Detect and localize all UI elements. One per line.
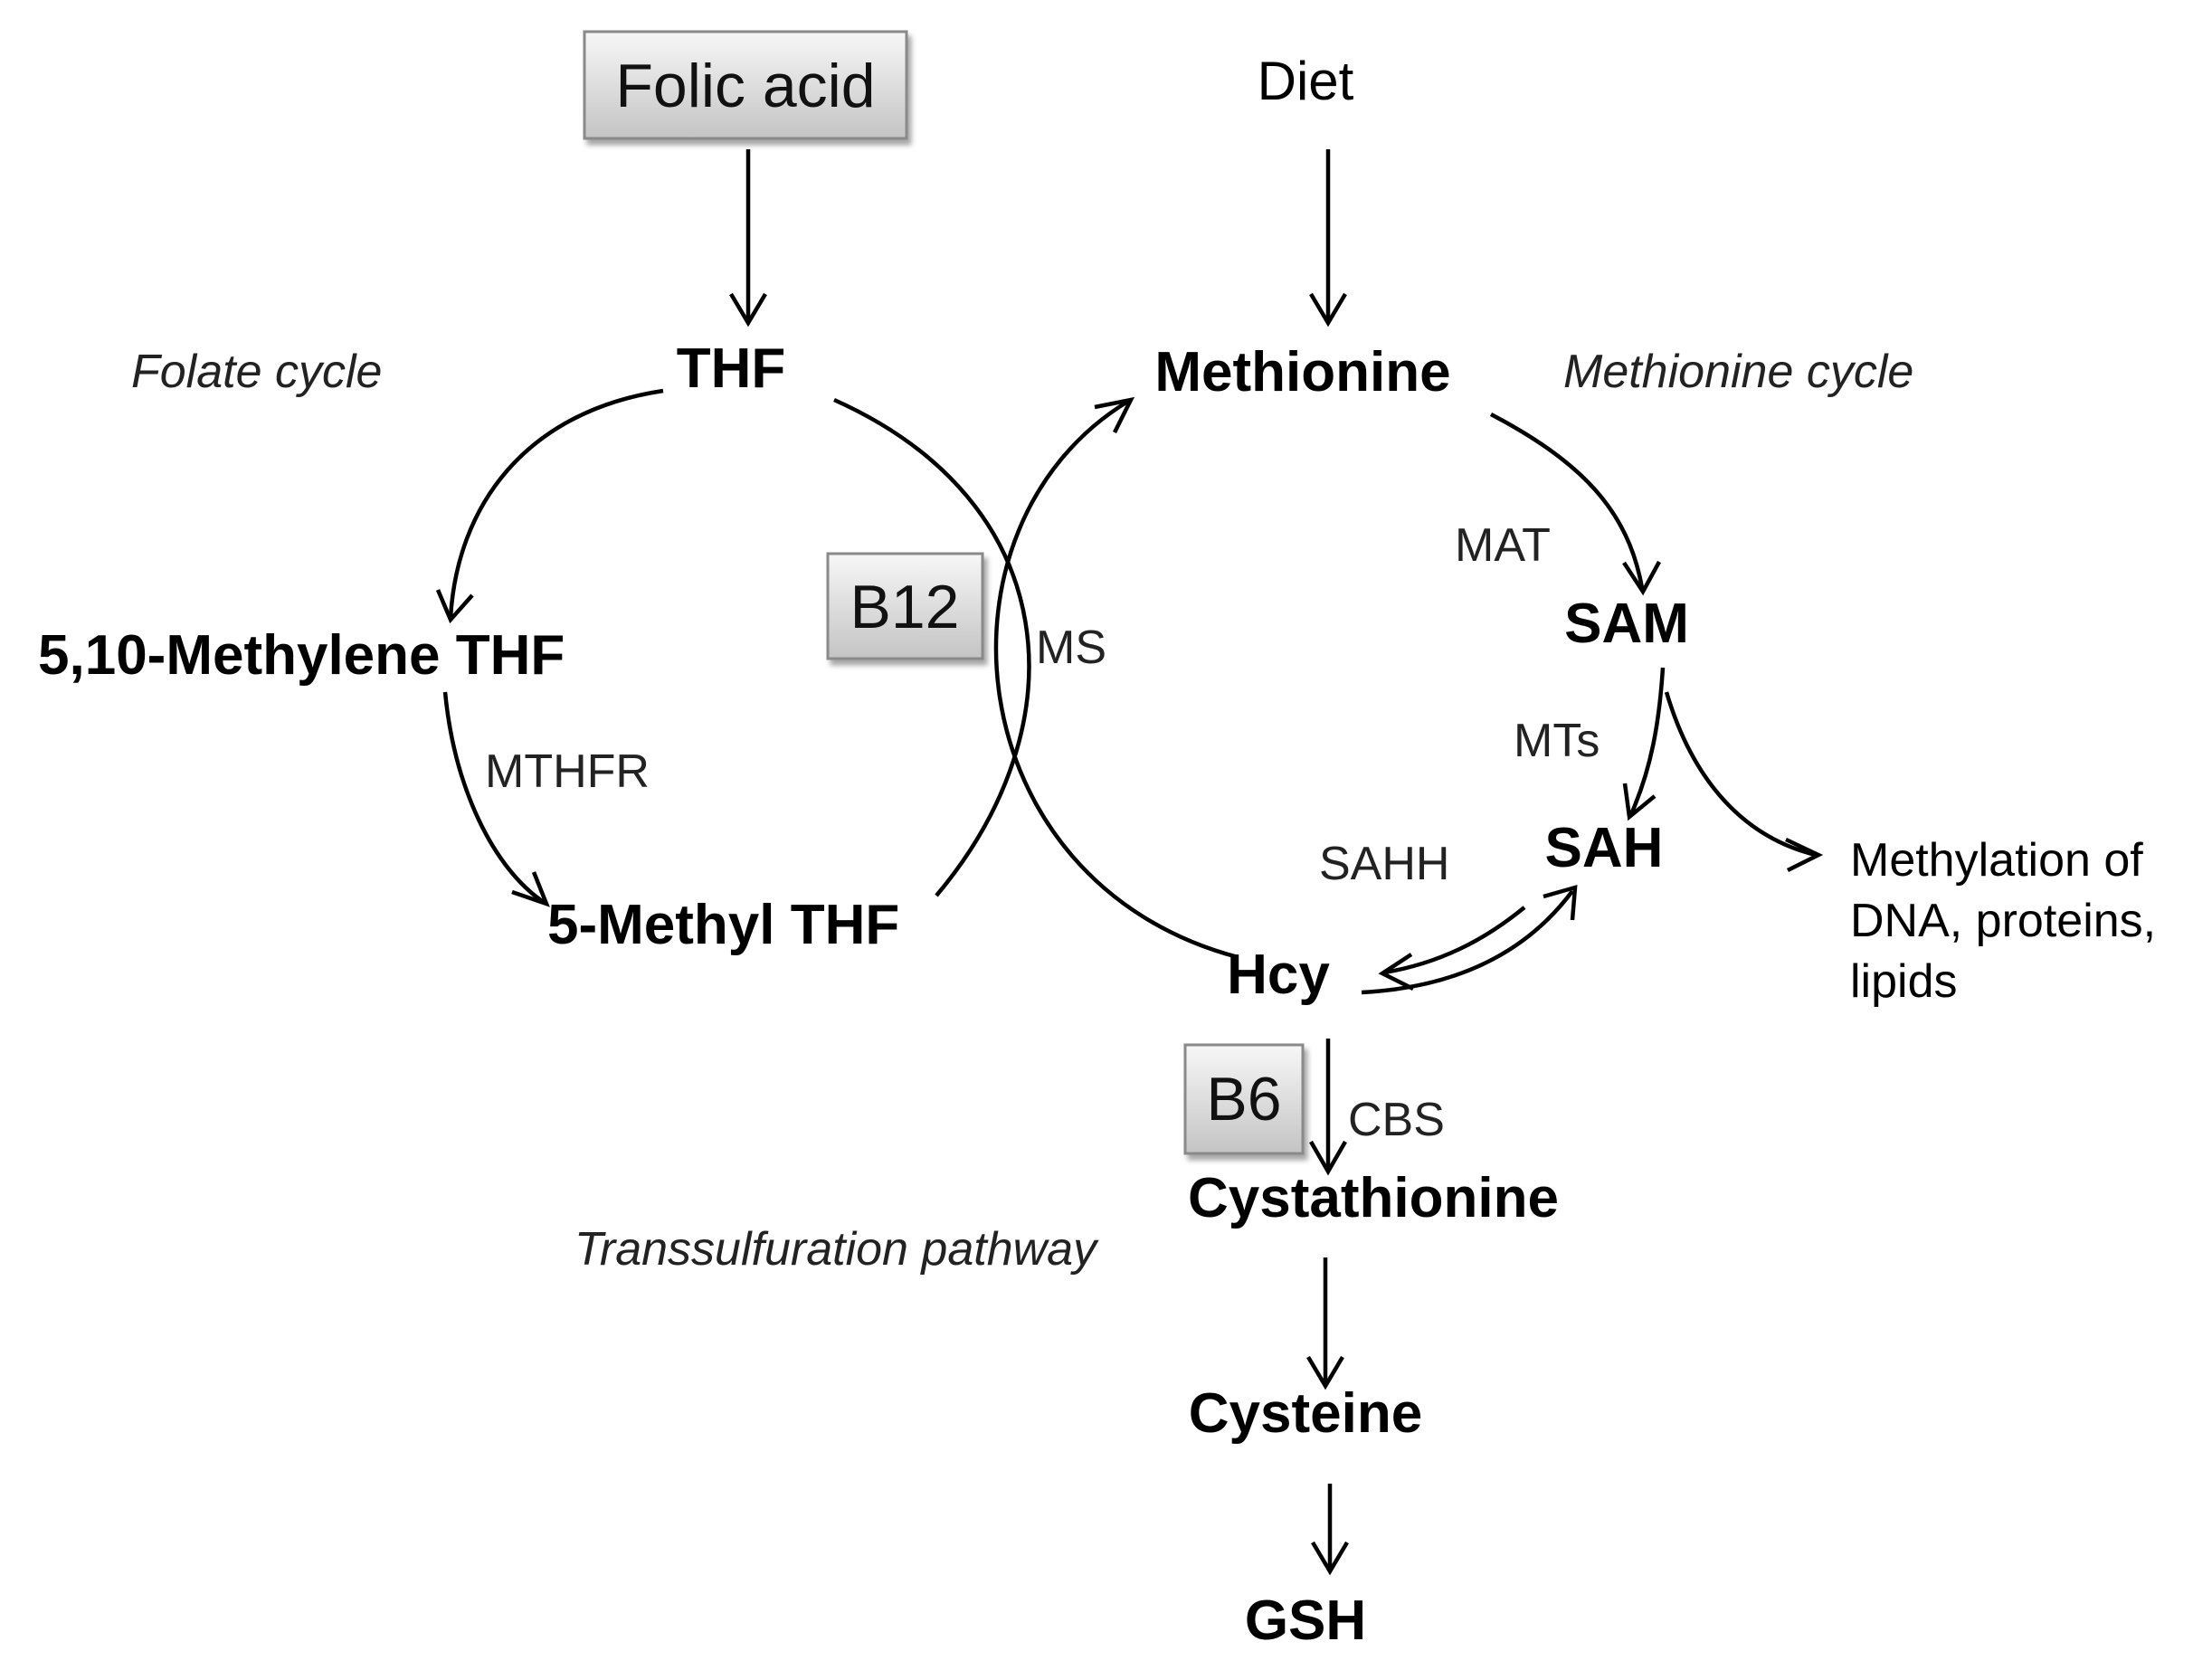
methylation-line-2: DNA, proteins, — [1850, 895, 2156, 947]
methyl-thf-label: 5-Methyl THF — [547, 894, 899, 956]
arrow-sam-to-sah — [1628, 667, 1666, 815]
sam-label: SAM — [1564, 593, 1689, 655]
folic-acid-box: Folic acid — [583, 30, 908, 140]
arrowhead-cysteine — [1306, 1355, 1344, 1390]
mthfr-label: MTHFR — [485, 745, 650, 798]
arrow-sam-to-methylation — [1664, 691, 1817, 858]
folic-acid-label: Folic acid — [615, 52, 875, 120]
cysteine-label: Cysteine — [1189, 1382, 1422, 1445]
arrow-hcy-to-sah — [1361, 889, 1574, 995]
arrowhead-sah — [1622, 783, 1657, 821]
arrowhead-thf — [729, 292, 767, 327]
cycle-labels: Folate cycle Methionine cycle Transsulfu… — [131, 346, 1913, 1276]
arrow-sah-to-hcy — [1383, 906, 1526, 975]
hcy-label: Hcy — [1227, 944, 1330, 1006]
b6-label: B6 — [1206, 1065, 1281, 1134]
cystathionine-label: Cystathionine — [1188, 1167, 1559, 1229]
arrowhead-methionine-ms — [1094, 396, 1135, 434]
arrow-methylene-to-methyl-thf — [442, 691, 546, 905]
b6-box: B6 — [1183, 1043, 1305, 1155]
arrow-methionine-to-sam — [1489, 413, 1645, 589]
arrowhead-sah-reverse — [1543, 884, 1578, 921]
methylation-line-3: lipids — [1850, 955, 1958, 1008]
methylation-line-1: Methylation of — [1850, 834, 2143, 887]
arrowhead-hcy — [1378, 953, 1415, 992]
methylene-thf-label: 5,10-Methylene THF — [38, 624, 565, 687]
folate-cycle-label: Folate cycle — [131, 346, 382, 398]
edges — [435, 149, 1824, 1576]
arrowhead-methylene-thf — [435, 589, 474, 624]
b12-box: B12 — [826, 552, 984, 660]
cbs-label: CBS — [1348, 1094, 1445, 1146]
arrowhead-methionine — [1309, 292, 1347, 327]
gsh-label: GSH — [1245, 1589, 1366, 1652]
arc-hcy-to-methionine — [993, 399, 1239, 960]
sahh-label: SAHH — [1319, 838, 1449, 890]
diet-label: Diet — [1258, 51, 1354, 111]
b12-label: B12 — [850, 573, 960, 641]
methionine-label: Methionine — [1154, 341, 1450, 403]
arrowhead-methylation — [1785, 837, 1824, 873]
node-labels: Diet THF Methionine 5,10-Methylene THF 5… — [38, 51, 1689, 1652]
thf-label: THF — [677, 337, 786, 400]
arrowhead-gsh — [1311, 1541, 1349, 1576]
transsulfuration-label: Transsulfuration pathway — [574, 1223, 1099, 1276]
mts-label: MTs — [1514, 715, 1600, 767]
arrow-thf-to-methylene-thf — [448, 388, 664, 619]
arrowhead-sam — [1622, 560, 1661, 596]
arrowhead-methyl-thf — [511, 871, 550, 907]
methionine-cycle-label: Methionine cycle — [1563, 346, 1913, 398]
arc-methyl-thf-to-thf — [833, 397, 1031, 897]
mat-label: MAT — [1455, 519, 1551, 572]
ms-label: MS — [1036, 622, 1106, 674]
arrowhead-cystathionine — [1309, 1140, 1347, 1176]
methylation-targets: Methylation of DNA, proteins, lipids — [1850, 834, 2156, 1008]
sah-label: SAH — [1545, 817, 1664, 879]
enzyme-labels: MTHFR MS MAT MTs SAHH CBS — [485, 519, 1600, 1146]
